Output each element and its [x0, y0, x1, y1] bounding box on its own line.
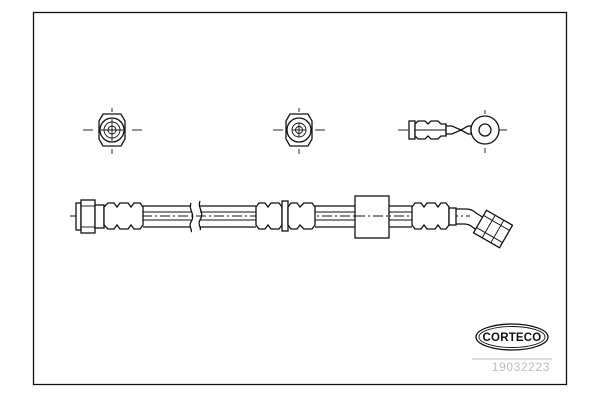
part-number: 19032223: [492, 360, 550, 374]
brake-hose-assembly: [70, 195, 514, 249]
right-end-fitting: [411, 202, 457, 230]
bent-steel-tube: [456, 208, 485, 232]
mounting-bracket: [354, 195, 390, 239]
side-view-banjo-fitting: [398, 110, 507, 153]
end-view-hex-nut-middle: [273, 108, 325, 154]
left-end-fitting: [75, 199, 144, 234]
corteco-logo: CORTECO: [475, 323, 549, 351]
hose-section-left: [143, 205, 191, 228]
hose-section-end: [389, 205, 412, 228]
logo-text: CORTECO: [483, 332, 542, 344]
hose-section-right: [315, 205, 355, 228]
end-view-hex-nut-left: [83, 108, 142, 154]
angled-end-nut: [472, 209, 514, 249]
hose-section-middle: [200, 205, 256, 228]
drawing-frame: [32, 11, 568, 386]
length-break-symbol: [189, 200, 203, 233]
central-fitting: [255, 200, 316, 232]
